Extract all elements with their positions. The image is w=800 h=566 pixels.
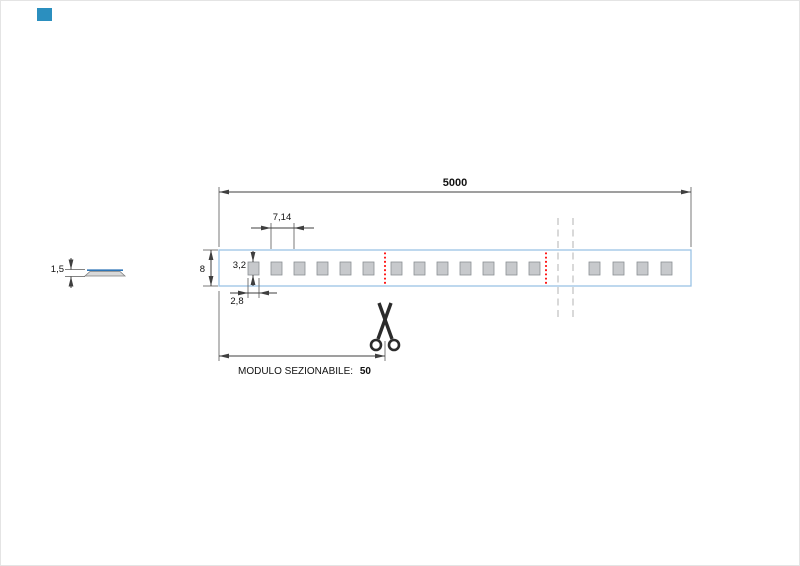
scissors-icon xyxy=(369,302,401,352)
led-chip xyxy=(636,261,649,276)
led-chip xyxy=(413,261,426,276)
pitch-label: 7,14 xyxy=(273,212,292,223)
led-chip xyxy=(270,261,283,276)
led-chip xyxy=(588,261,601,276)
module-note: MODULO SEZIONABILE: 50 xyxy=(238,366,371,377)
led-chip xyxy=(316,261,329,276)
led-chip xyxy=(390,261,403,276)
profile-height-label: 1,5 xyxy=(51,264,64,275)
dimension-pitch: 7,14 xyxy=(251,212,314,249)
break-marks xyxy=(557,218,574,318)
dimension-strip-width: 8 xyxy=(200,249,218,287)
led-chip xyxy=(482,261,495,276)
chip-width-label: 2,8 xyxy=(230,296,243,307)
chip-height-label: 3,2 xyxy=(233,260,246,271)
dimension-chip-height: 3,2 xyxy=(233,251,256,286)
dimension-total-length: 5000 xyxy=(218,177,692,247)
led-chip xyxy=(528,261,541,276)
strip-side-profile: 1,5 xyxy=(51,258,127,288)
profile-body xyxy=(83,271,127,277)
total-length-label: 5000 xyxy=(443,177,467,189)
module-note-label: MODULO SEZIONABILE: xyxy=(238,366,353,377)
module-note-value: 50 xyxy=(360,366,372,377)
led-chip xyxy=(247,261,260,276)
led-chip xyxy=(612,261,625,276)
dimension-chip-width: 2,8 xyxy=(230,278,277,307)
led-chip xyxy=(339,261,352,276)
led-chip xyxy=(362,261,375,276)
dimension-module: MODULO SEZIONABILE: 50 xyxy=(218,291,386,377)
led-chip xyxy=(505,261,518,276)
led-chip xyxy=(293,261,306,276)
strip-width-label: 8 xyxy=(200,264,205,275)
led-chips xyxy=(247,261,673,276)
led-chip xyxy=(459,261,472,276)
led-chip xyxy=(436,261,449,276)
brand-logo xyxy=(37,8,52,21)
led-chip xyxy=(660,261,673,276)
